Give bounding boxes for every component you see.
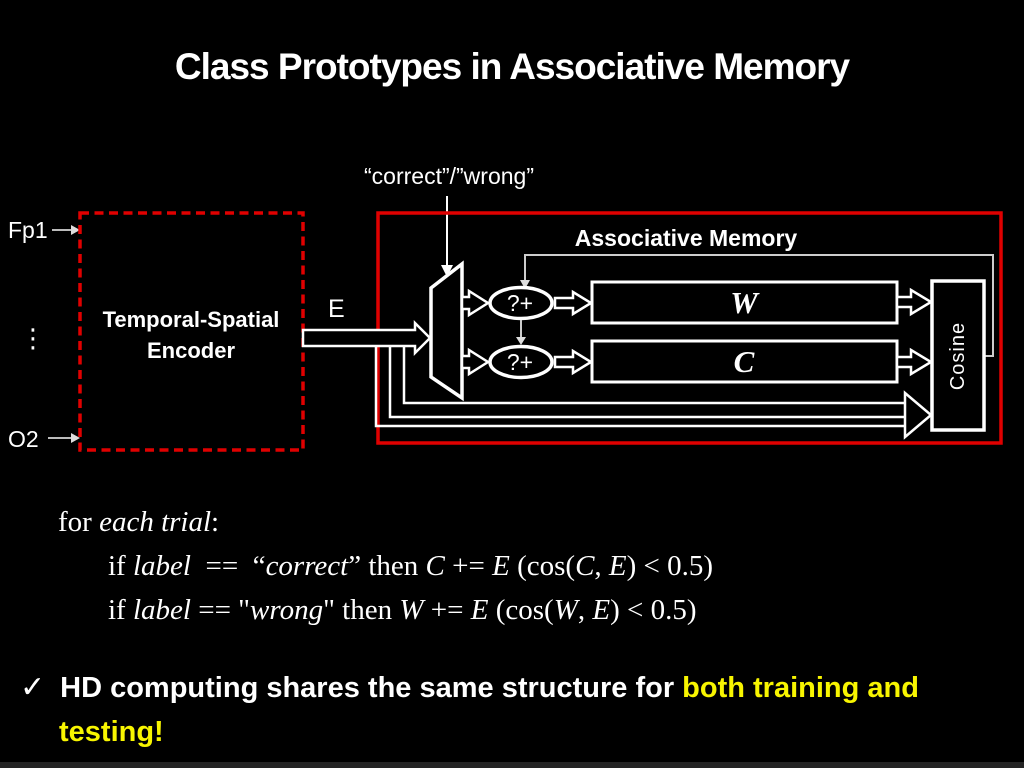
bypass-arrowhead (903, 390, 933, 440)
bypass-lines (374, 346, 933, 440)
cosine-label: Cosine (947, 322, 969, 390)
encoder-label-line2: Encoder (147, 338, 235, 363)
check-icon: ✓ (20, 671, 46, 704)
takeaway-text-white: HD computing shares the same structure f… (60, 672, 683, 704)
associative-memory-box (376, 211, 1003, 445)
mux-to-merge-top-arrow (460, 288, 491, 318)
c-to-cosine-arrow (895, 347, 934, 377)
input-ellipsis-icon: ⋮ (20, 323, 46, 353)
memory-row-c (590, 339, 899, 384)
takeaway-line1: ✓ HD computing shares the same structure … (20, 666, 919, 710)
takeaway-bullet: ✓ HD computing shares the same structure … (20, 666, 919, 754)
merge-to-w-arrow (553, 289, 594, 317)
o2-arrow (48, 433, 80, 443)
pseudocode: for each trial: if label == “correct” the… (58, 500, 713, 632)
signal-arrow (441, 196, 453, 277)
c-label: C (734, 344, 755, 379)
merge-to-c-arrow (553, 348, 594, 376)
inter-merge-line (516, 320, 526, 345)
pseudocode-line: if label == “correct” then C += E (cos(C… (108, 550, 714, 582)
w-to-cosine-arrow (895, 287, 934, 317)
fp1-arrow (52, 225, 80, 235)
encoder-label-line1: Temporal-Spatial (103, 307, 280, 332)
e-arrow (301, 319, 432, 357)
input-label-o2: O2 (8, 426, 39, 452)
takeaway-line2: testing! (59, 716, 164, 748)
associative-memory-title: Associative Memory (575, 225, 798, 251)
feedback-line (520, 254, 994, 357)
pseudocode-line: for each trial: (58, 506, 220, 538)
merge-ellipse-bottom (488, 344, 554, 380)
feedback-arrowhead (520, 280, 530, 289)
merge-ellipse-top (488, 285, 554, 321)
bottom-strip (0, 762, 1024, 768)
merge-label-top: ?+ (507, 290, 533, 316)
cosine-box (930, 279, 986, 432)
mux-to-merge-bottom-arrow (460, 347, 491, 377)
takeaway-text-highlight: both training and (682, 672, 919, 704)
e-label: E (328, 295, 345, 323)
input-label-fp1: Fp1 (8, 217, 48, 243)
merge-label-bottom: ?+ (507, 349, 533, 375)
pseudocode-line: if label == "wrong" then W += E (cos(W, … (108, 594, 697, 626)
signal-label: “correct”/”wrong” (364, 163, 534, 189)
mux-trapezoid (429, 260, 464, 402)
w-label: W (730, 285, 760, 320)
slide-title: Class Prototypes in Associative Memory (174, 46, 850, 87)
